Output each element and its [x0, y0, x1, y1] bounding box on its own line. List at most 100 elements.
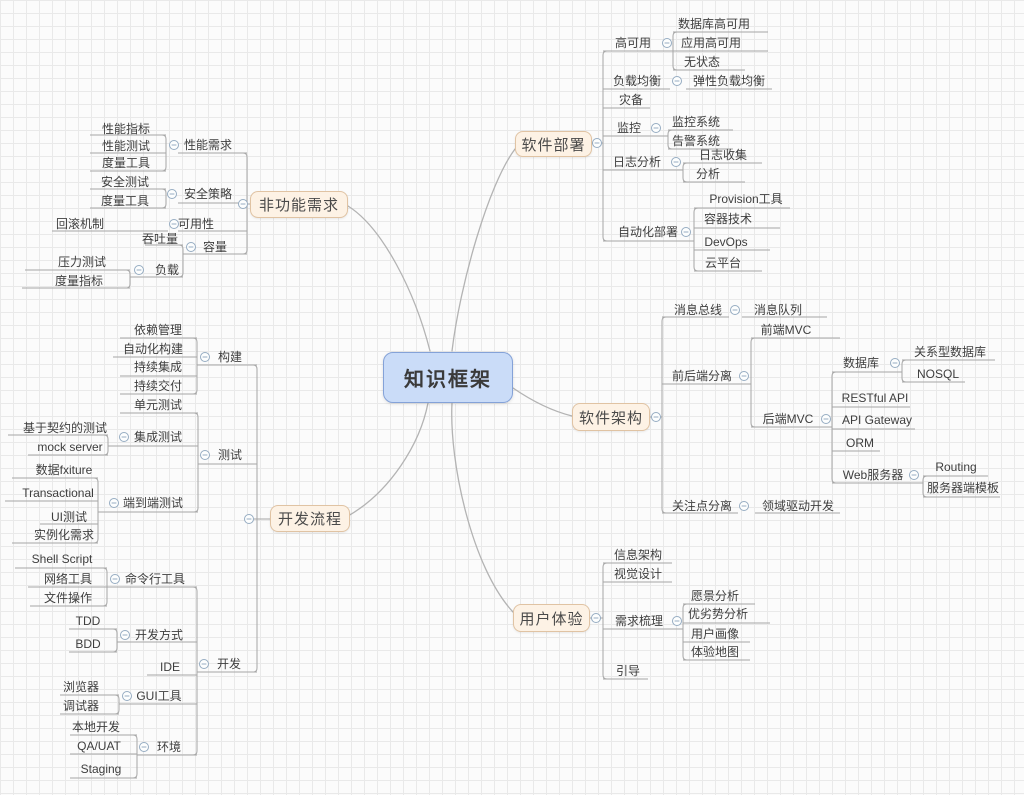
mindmap-topic[interactable]: 领域驱动开发	[761, 499, 835, 513]
mindmap-topic[interactable]: RESTful API	[841, 391, 909, 405]
mindmap-topic[interactable]: 依赖管理	[133, 323, 183, 337]
branch-bracket-line	[901, 359, 907, 383]
mindmap-topic[interactable]: 高可用	[614, 36, 652, 50]
mindmap-topic[interactable]: 开发	[216, 657, 242, 671]
mindmap-topic[interactable]: 前端MVC	[760, 323, 812, 337]
mindmap-topic[interactable]: UI测试	[50, 510, 88, 524]
mindmap-topic[interactable]: QA/UAT	[77, 739, 121, 753]
mindmap-topic[interactable]: 优劣势分析	[687, 607, 749, 621]
mindmap-topic[interactable]: 日志分析	[612, 155, 662, 169]
mindmap-topic[interactable]: 灾备	[618, 93, 644, 107]
mindmap-topic[interactable]: NOSQL	[916, 367, 960, 381]
mindmap-topic[interactable]: 消息队列	[753, 303, 803, 317]
mindmap-topic[interactable]: 体验地图	[690, 645, 740, 659]
mindmap-topic[interactable]: 消息总线	[673, 303, 723, 317]
mindmap-topic[interactable]: 关系型数据库	[913, 345, 987, 359]
mindmap-topic[interactable]: 告警系统	[671, 134, 721, 148]
mindmap-topic[interactable]: Staging	[80, 762, 122, 776]
mindmap-topic[interactable]: 自动化部署	[617, 225, 679, 239]
mindmap-topic[interactable]: 端到端测试	[122, 496, 184, 510]
mindmap-topic[interactable]: 基于契约的测试	[22, 421, 108, 435]
mindmap-topic[interactable]: mock server	[37, 440, 103, 454]
mindmap-topic[interactable]: 日志收集	[698, 148, 748, 162]
mindmap-topic[interactable]: 需求梳理	[614, 614, 664, 628]
mindmap-topic[interactable]: 容量	[202, 240, 228, 254]
mindmap-topic[interactable]: 构建	[217, 350, 243, 364]
mindmap-topic[interactable]: 安全测试	[100, 175, 150, 189]
mindmap-topic[interactable]: 无状态	[683, 55, 721, 69]
mindmap-topic[interactable]: 集成测试	[133, 430, 183, 444]
mindmap-topic[interactable]: Routing	[935, 460, 977, 474]
mindmap-topic[interactable]: 单元测试	[133, 398, 183, 412]
mindmap-topic[interactable]: 数据库高可用	[677, 17, 751, 31]
mindmap-topic[interactable]: 应用高可用	[680, 36, 742, 50]
mindmap-topic[interactable]: DevOps	[704, 235, 748, 249]
mindmap-topic[interactable]: Transactional	[22, 486, 94, 500]
mindmap-topic[interactable]: 度量指标	[54, 274, 104, 288]
mindmap-topic[interactable]: 容器技术	[703, 212, 753, 226]
mindmap-topic[interactable]: 负载	[154, 263, 180, 277]
mindmap-topic[interactable]: 环境	[156, 740, 182, 754]
mindmap-topic[interactable]: 安全策略	[183, 187, 233, 201]
branch-bracket-line	[103, 434, 109, 456]
mindmap-topic[interactable]: BDD	[75, 637, 101, 651]
mindmap-topic[interactable]: 引导	[615, 664, 641, 678]
mindmap-topic[interactable]: 负载均衡	[612, 74, 662, 88]
main-topic[interactable]: 用户体验	[513, 604, 590, 632]
mindmap-topic[interactable]: 调试器	[62, 699, 100, 713]
mindmap-topic[interactable]: 自动化构建	[122, 342, 184, 356]
mindmap-topic[interactable]: 监控	[616, 121, 642, 135]
mindmap-topic[interactable]: 数据库	[842, 356, 880, 370]
branch-bracket-line	[193, 412, 199, 513]
mindmap-topic[interactable]: 文件操作	[43, 591, 93, 605]
mindmap-topic[interactable]: 可用性	[177, 217, 215, 231]
main-topic[interactable]: 软件架构	[572, 403, 650, 431]
main-topic[interactable]: 软件部署	[515, 131, 592, 157]
mindmap-topic[interactable]: 服务器端模板	[926, 481, 1000, 495]
central-topic[interactable]: 知识框架	[383, 352, 513, 403]
mindmap-topic[interactable]: Web服务器	[842, 468, 904, 482]
mindmap-topic[interactable]: 本地开发	[71, 720, 121, 734]
mindmap-topic[interactable]: 数据fxiture	[35, 463, 93, 477]
mindmap-topic[interactable]: 度量工具	[101, 156, 151, 170]
mindmap-topic[interactable]: 网络工具	[43, 572, 93, 586]
mindmap-topic[interactable]: 关注点分离	[671, 499, 733, 513]
mindmap-topic[interactable]: 性能需求	[183, 138, 233, 152]
mindmap-topic[interactable]: API Gateway	[841, 413, 913, 427]
branch-bracket-line	[192, 586, 198, 756]
mindmap-topic[interactable]: 命令行工具	[124, 572, 186, 586]
mindmap-topic[interactable]: 持续集成	[133, 360, 183, 374]
mindmap-topic[interactable]: GUI工具	[136, 689, 182, 703]
mindmap-topic[interactable]: 用户画像	[690, 627, 740, 641]
mindmap-topic[interactable]: 监控系统	[671, 115, 721, 129]
mindmap-topic[interactable]: 开发方式	[134, 628, 184, 642]
mindmap-topic[interactable]: Provision工具	[709, 192, 783, 206]
mindmap-topic[interactable]: 后端MVC	[762, 412, 814, 426]
mindmap-topic[interactable]: 云平台	[704, 256, 742, 270]
mindmap-topic[interactable]: Shell Script	[31, 552, 93, 566]
mindmap-topic[interactable]: 浏览器	[62, 680, 100, 694]
mindmap-topic[interactable]: 性能指标	[101, 122, 151, 136]
mindmap-topic[interactable]: 吞吐量	[141, 232, 179, 246]
mindmap-topic[interactable]: 弹性负载均衡	[692, 74, 766, 88]
mindmap-topic[interactable]: ORM	[846, 436, 874, 450]
root-branch-curve	[451, 148, 516, 352]
main-topic[interactable]: 开发流程	[270, 505, 350, 532]
mindmap-topic[interactable]: TDD	[75, 614, 101, 628]
main-topic[interactable]: 非功能需求	[250, 191, 348, 218]
mindmap-topic[interactable]: 回滚机制	[55, 217, 105, 231]
mindmap-topic[interactable]: 持续交付	[133, 379, 183, 393]
mindmap-topic[interactable]: 分析	[695, 167, 721, 181]
mindmap-topic[interactable]: 性能测试	[101, 139, 151, 153]
branch-bracket-line	[682, 603, 688, 661]
mindmap-topic[interactable]: 视觉设计	[613, 567, 663, 581]
mindmap-topic[interactable]: 压力测试	[57, 255, 107, 269]
mindmap-topic[interactable]: 度量工具	[100, 194, 150, 208]
mindmap-topic[interactable]: 实例化需求	[33, 528, 95, 542]
mindmap-topic[interactable]: 测试	[217, 448, 243, 462]
mindmap-topic[interactable]: 信息架构	[613, 548, 663, 562]
mindmap-topic[interactable]: IDE	[159, 660, 181, 674]
mindmap-topic[interactable]: 前后端分离	[671, 369, 733, 383]
mindmap-topic[interactable]: 愿景分析	[690, 589, 740, 603]
